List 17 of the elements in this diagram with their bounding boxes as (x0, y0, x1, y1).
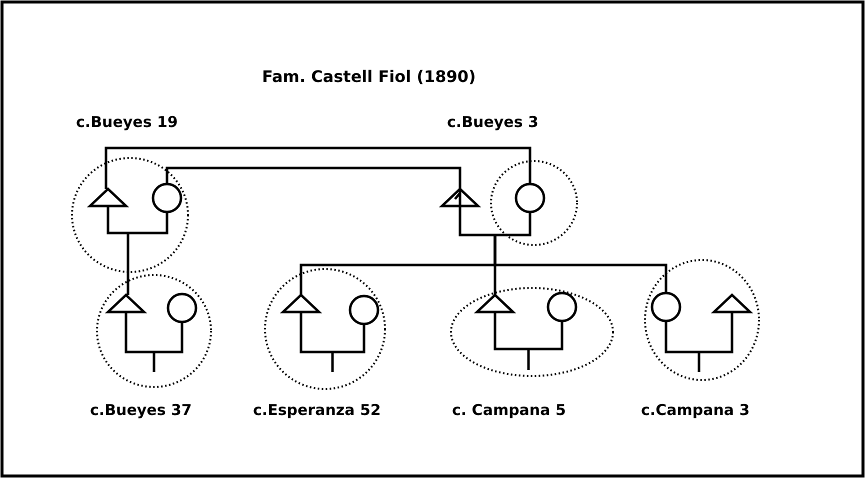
kinship-line (104, 146, 532, 189)
kinship-line (126, 272, 130, 295)
address-label: c.Campana 3 (641, 401, 750, 419)
address-label: c.Bueyes 3 (447, 113, 538, 131)
address-label: c. Campana 5 (452, 401, 566, 419)
marriage-bracket (106, 207, 168, 274)
address-label: c.Bueyes 37 (90, 401, 192, 419)
marriage-bracket (124, 313, 184, 374)
address-label: c.Bueyes 19 (76, 113, 178, 131)
marriage-bracket (494, 313, 564, 372)
diagram-title: Fam. Castell Fiol (1890) (262, 67, 476, 87)
marriage-bracket (300, 313, 366, 374)
marriage-bracket (664, 313, 734, 374)
address-label: c.Esperanza 52 (253, 401, 381, 419)
kinship-line (166, 166, 462, 189)
kinship-line (494, 235, 668, 292)
kinship-line (458, 207, 532, 236)
